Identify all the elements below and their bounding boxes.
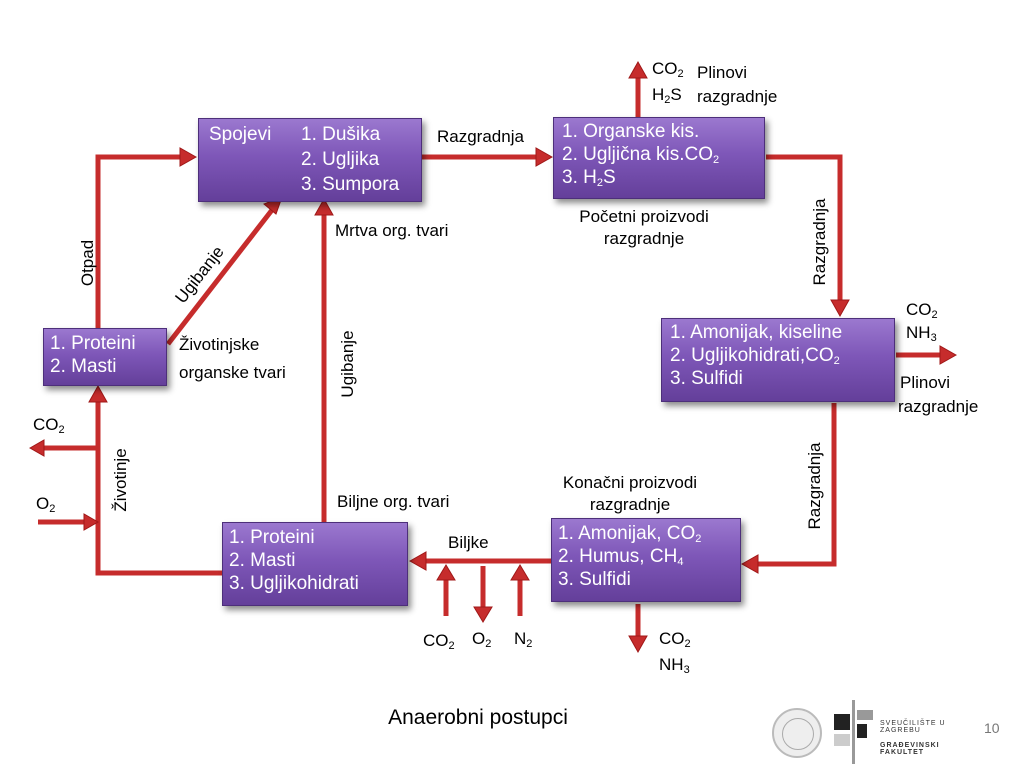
arrowhead-razgradnja-right-bottom (740, 554, 759, 574)
label-pocetni-1: Početni proizvodi (579, 207, 709, 226)
proteini-left-line-1: 1. Proteini (50, 333, 136, 354)
university-seal-icon (772, 708, 822, 758)
amonijak-co2-line-2: 2. Humus, CH4 (558, 546, 684, 568)
amonijak-co2-line-1: 1. Amonijak, CO2 (558, 523, 702, 545)
label-razgradnja-right-top: Razgradnja (810, 198, 829, 286)
box-organske-kiseline: 1. Organske kis. 2. Ugljična kis.CO2 3. … (553, 117, 765, 199)
spojevi-line-3: 3. Sumpora (301, 174, 400, 195)
arrowhead-zivotinje (88, 384, 108, 403)
arrow-razgradnja-right-top (766, 154, 843, 300)
label-zivotinjske-2: organske tvari (179, 363, 286, 382)
arrowhead-n2-bottom (510, 564, 530, 581)
arrowhead-biljke (408, 551, 427, 571)
arrow-otpad (95, 154, 182, 328)
page-number: 10 (984, 720, 1000, 736)
arrowhead-otpad (179, 147, 198, 167)
arrowhead-gases-top (628, 60, 648, 79)
label-co2-top: CO2 (652, 59, 684, 80)
amonijak-kiseline-line-3: 3. Sulfidi (670, 368, 743, 389)
arrowhead-o2-left (83, 513, 100, 531)
box-amonijak-kiseline: 1. Amonijak, kiseline 2. Ugljikohidrati,… (661, 318, 895, 402)
label-pocetni-2: razgradnje (603, 229, 685, 248)
label-konacni-2: razgradnje (589, 495, 671, 514)
box-proteini-left: 1. Proteini 2. Masti (43, 328, 167, 386)
label-plinovi-top-1: Plinovi (697, 63, 748, 82)
arrowhead-razgradnja-top (535, 147, 554, 167)
label-razgradnja-right-bottom: Razgradnja (805, 442, 824, 530)
spojevi-label: Spojevi (209, 124, 272, 145)
label-nh3-right: NH3 (906, 323, 937, 344)
organske-line-1: 1. Organske kis. (562, 121, 700, 142)
arrowhead-o2-bottom (473, 606, 493, 623)
organske-line-3: 3. H2S (562, 167, 616, 189)
label-biljke: Biljke (448, 533, 489, 552)
proteini-left-line-2: 2. Masti (50, 356, 117, 377)
arrowhead-ugibanje-vertical (314, 197, 334, 216)
arrowhead-razgradnja-right-top (830, 299, 850, 318)
amonijak-kiseline-line-1: 1. Amonijak, kiseline (670, 322, 843, 343)
university-name: SVEUČILIŠTE U ZAGREBU (880, 720, 946, 734)
box-proteini-bottom: 1. Proteini 2. Masti 3. Ugljikohidrati (222, 522, 408, 606)
gf-logo-icon (834, 700, 873, 764)
label-biljne: Biljne org. tvari (337, 492, 450, 511)
amonijak-kiseline-line-2: 2. Ugljikohidrati,CO2 (670, 345, 840, 367)
label-plinovi-top-2: razgradnje (697, 87, 778, 106)
proteini-bottom-line-3: 3. Ugljikohidrati (229, 573, 359, 594)
faculty-name: GRAĐEVINSKI FAKULTET (880, 742, 940, 756)
label-plinovi-right-2: razgradnje (898, 397, 979, 416)
label-konacni-1: Konačni proizvodi (562, 473, 698, 492)
spojevi-line-1: 1. Dušika (301, 124, 381, 145)
label-h2s-top: H2S (652, 85, 682, 106)
arrowhead-gases-bottom (628, 635, 648, 654)
amonijak-co2-line-3: 3. Sulfidi (558, 569, 631, 590)
label-o2-bottom: O2 (472, 629, 492, 650)
label-otpad: Otpad (78, 239, 97, 287)
label-n2-bottom: N2 (514, 629, 533, 650)
label-co2-left: CO2 (33, 415, 65, 436)
arrow-zivotinje (95, 400, 222, 576)
label-zivotinjske-1: Životinjske (179, 335, 260, 354)
arrow-ugibanje-diagonal (166, 208, 274, 346)
proteini-bottom-line-1: 1. Proteini (229, 527, 315, 548)
label-ugibanje-vertical: Ugibanje (338, 330, 357, 398)
arrowhead-co2-bottom (436, 564, 456, 581)
label-o2-left: O2 (36, 494, 56, 515)
arrow-razgradnja-right-bottom (758, 403, 837, 567)
box-amonijak-co2: 1. Amonijak, CO2 2. Humus, CH4 3. Sulfid… (551, 518, 741, 602)
organske-line-2: 2. Ugljična kis.CO2 (562, 144, 720, 166)
label-mrtva: Mrtva org. tvari (335, 221, 449, 240)
label-co2-bottom-right: CO2 (659, 629, 691, 650)
label-co2-bottom: CO2 (423, 631, 455, 652)
label-nh3-bottom-right: NH3 (659, 655, 690, 676)
spojevi-line-2: 2. Ugljika (301, 149, 380, 170)
arrowhead-co2-left (28, 439, 45, 457)
box-spojevi: Spojevi 1. Dušika 2. Ugljika 3. Sumpora (198, 118, 422, 202)
arrowhead-gases-right (939, 345, 958, 365)
label-co2-right: CO2 (906, 300, 938, 321)
faculty-logo: SVEUČILIŠTE U ZAGREBU GRAĐEVINSKI FAKULT… (772, 700, 982, 766)
label-zivotinje: Životinje (111, 448, 130, 512)
label-plinovi-right-1: Plinovi (900, 373, 951, 392)
label-razgradnja-top: Razgradnja (437, 127, 524, 146)
proteini-bottom-line-2: 2. Masti (229, 550, 296, 571)
slide-title: Anaerobni postupci (388, 706, 568, 729)
